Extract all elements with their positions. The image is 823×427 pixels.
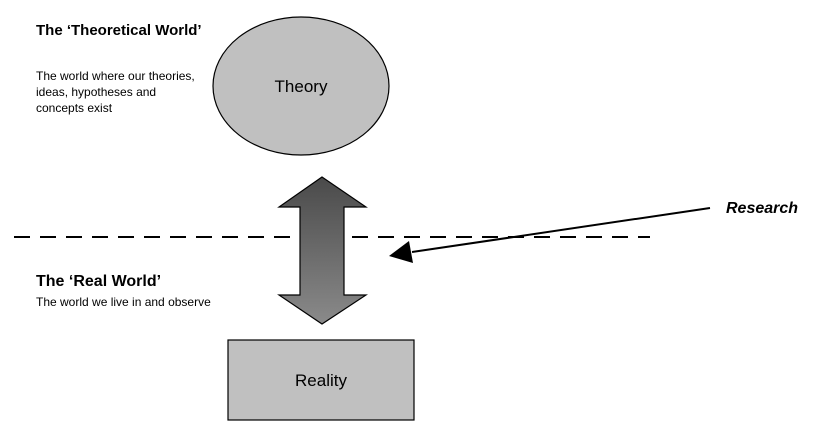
theoretical-world-description: The world where our theories, ideas, hyp… — [36, 69, 195, 115]
research-label: Research — [726, 200, 799, 217]
theoretical-world-heading: The ‘Theoretical World’ — [36, 22, 202, 39]
research-arrowhead — [389, 241, 413, 263]
real-world-description: The world we live in and observe — [36, 295, 211, 309]
theory-label: Theory — [275, 77, 328, 96]
research-pointer-line — [411, 207, 711, 253]
reality-label: Reality — [295, 371, 347, 390]
real-world-heading: The ‘Real World’ — [36, 273, 162, 290]
theory-ellipse — [212, 16, 390, 156]
reality-box — [227, 339, 415, 421]
double-headed-arrow — [277, 176, 369, 325]
